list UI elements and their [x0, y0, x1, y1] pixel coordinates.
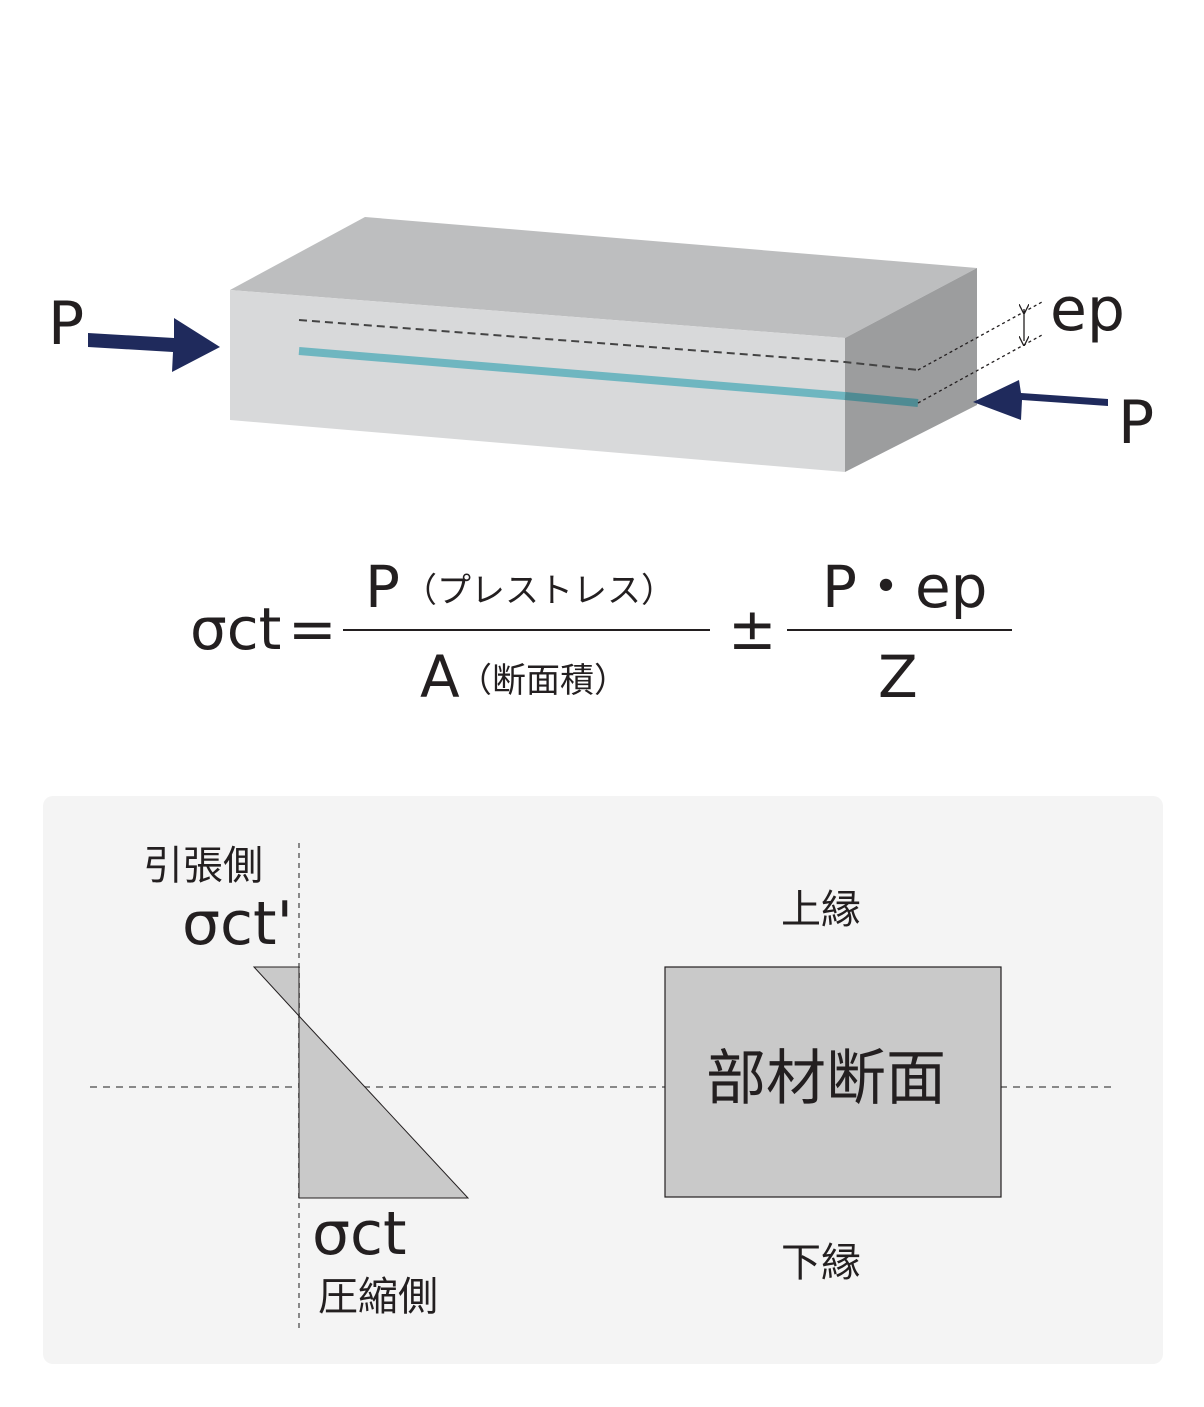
- beam-front-face: [230, 290, 845, 472]
- member-section-label: 部材断面: [706, 1044, 946, 1114]
- force-label-left: P: [48, 289, 85, 359]
- eccentricity-label: ep: [1050, 275, 1125, 345]
- tension-stress-triangle: [252, 966, 300, 1018]
- formula-plusminus: ±: [728, 595, 777, 663]
- fraction-line-1: [343, 629, 710, 631]
- member-section-box: [664, 966, 1002, 1198]
- beam-top-face: [230, 217, 977, 338]
- formula-num1-symbol: P: [365, 553, 400, 621]
- tension-side-label: 引張側: [143, 843, 263, 889]
- centroid-line: [298, 319, 919, 371]
- fraction-line-2: [787, 629, 1012, 631]
- formula-den1-note: （断面積）: [458, 661, 628, 701]
- tension-stress-label: σct': [182, 889, 294, 959]
- compression-stress-label: σct: [312, 1199, 407, 1269]
- stress-panel: [43, 796, 1163, 1364]
- formula-num1-note: （プレストレス）: [403, 571, 675, 611]
- compression-stress-triangle: [298, 1014, 470, 1199]
- beam-block: [230, 217, 977, 472]
- compression-side-label: 圧縮側: [318, 1274, 438, 1320]
- formula-lhs: σct: [190, 595, 282, 663]
- formula-den1-symbol: A: [420, 643, 460, 711]
- formula-equals: =: [288, 595, 337, 663]
- top-edge-label: 上縁: [781, 887, 861, 933]
- tendon-front: [298, 347, 846, 400]
- arrow-right-force: [973, 380, 1108, 420]
- tendon-side: [844, 392, 919, 407]
- bottom-edge-label: 下縁: [781, 1240, 861, 1286]
- formula-num2: P・ep: [822, 553, 988, 621]
- formula-den2: Z: [878, 643, 918, 711]
- force-label-right: P: [1118, 388, 1155, 458]
- arrow-left-force: [88, 318, 220, 372]
